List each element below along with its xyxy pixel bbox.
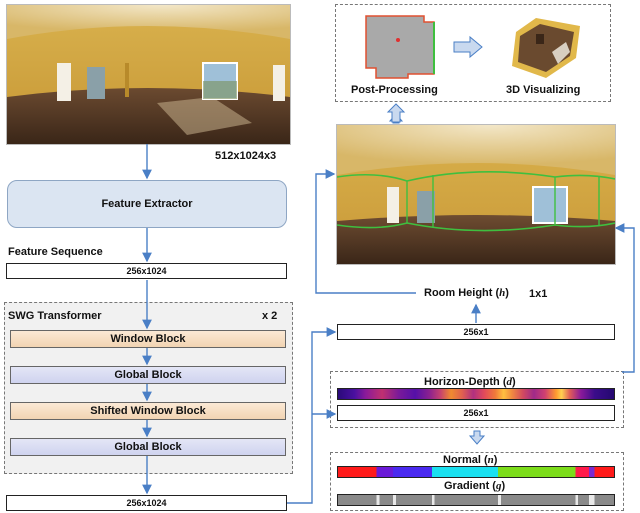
floorplan-image <box>362 12 440 82</box>
room-height-bar: 256x1 <box>337 324 615 340</box>
global-block-2-label: Global Block <box>114 441 182 453</box>
swg-transformer-repeat: x 2 <box>262 310 278 322</box>
output-sequence-dim: 256x1024 <box>126 498 167 508</box>
3d-visualizing-label: 3D Visualizing <box>506 84 581 96</box>
horizon-depth-heatmap <box>337 388 615 400</box>
normal-prefix: Normal ( <box>443 454 488 466</box>
3d-room-shape <box>512 18 580 78</box>
input-panorama <box>6 4 291 145</box>
room-height-prefix: Room Height ( <box>424 287 500 299</box>
shifted-window-block: Shifted Window Block <box>10 402 286 420</box>
room-height-symbol: h <box>499 287 506 299</box>
gradient-strip <box>337 494 615 506</box>
layout-panorama <box>336 124 616 265</box>
room-height-suffix: ) <box>505 287 509 299</box>
normal-symbol: n <box>487 454 494 466</box>
normal-colormap <box>337 466 615 478</box>
feature-sequence-dim: 256x1024 <box>126 266 167 276</box>
feature-extractor-box: Feature Extractor <box>7 180 287 228</box>
global-block-1: Global Block <box>10 366 286 384</box>
horizon-depth-symbol: d <box>506 376 512 388</box>
feature-sequence-label: Feature Sequence <box>8 246 103 258</box>
window-block-label: Window Block <box>110 333 186 345</box>
normal-label: Normal (n) <box>443 454 497 466</box>
room-height-dim: 256x1 <box>463 327 489 337</box>
gradient-label: Gradient (g) <box>444 480 505 492</box>
normal-suffix: ) <box>493 454 498 466</box>
room-height-size: 1x1 <box>529 288 548 300</box>
horizon-depth-container <box>330 371 624 428</box>
horizon-depth-label: Horizon-Depth (d) <box>424 376 516 388</box>
horizon-depth-bar: 256x1 <box>337 405 615 421</box>
output-sequence-bar: 256x1024 <box>6 495 287 511</box>
postprocess-container <box>335 4 611 102</box>
swg-transformer-title: SWG Transformer <box>8 310 102 322</box>
horizon-depth-dim: 256x1 <box>463 408 489 418</box>
global-block-1-label: Global Block <box>114 369 182 381</box>
global-block-2: Global Block <box>10 438 286 456</box>
3d-room-image <box>506 12 584 82</box>
room-height-label: Room Height (h) <box>424 287 509 299</box>
horizon-depth-suffix: ) <box>511 376 516 388</box>
gradient-prefix: Gradient ( <box>444 480 496 492</box>
post-processing-label: Post-Processing <box>351 84 438 96</box>
input-panorama-image <box>7 5 290 144</box>
horizon-depth-prefix: Horizon-Depth ( <box>424 376 507 388</box>
feature-sequence-bar: 256x1024 <box>6 263 287 279</box>
shifted-window-block-label: Shifted Window Block <box>90 405 206 417</box>
gradient-symbol: g <box>495 480 502 492</box>
feature-extractor-label: Feature Extractor <box>101 198 193 210</box>
input-size-label: 512x1024x3 <box>215 150 277 162</box>
window-block: Window Block <box>10 330 286 348</box>
normal-gradient-container <box>330 452 624 511</box>
layout-panorama-image <box>337 125 615 264</box>
gradient-suffix: ) <box>501 480 506 492</box>
floorplan-shape <box>365 15 435 79</box>
